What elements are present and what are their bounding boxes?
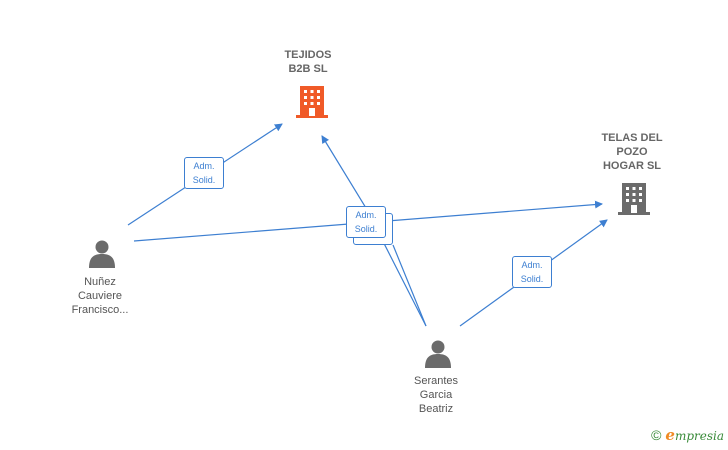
edge-label-nunez-telas[interactable]: Adm. Solid. xyxy=(346,206,386,238)
person-icon[interactable] xyxy=(89,240,115,269)
building-icon[interactable] xyxy=(296,86,328,118)
brand-footer: © empresia xyxy=(651,426,724,444)
building-icon[interactable] xyxy=(618,183,650,215)
person-icon[interactable] xyxy=(425,340,451,369)
edge-label-nunez-tejidos[interactable]: Adm. Solid. xyxy=(184,157,224,189)
person-label-nunez[interactable]: Nuñez Cauviere Francisco... xyxy=(71,276,129,316)
edge-label-serantes-telas[interactable]: Adm. Solid. xyxy=(512,256,552,288)
company-label-telas[interactable]: TELAS DEL POZO HOGAR SL xyxy=(601,132,663,172)
brand-initial: e xyxy=(665,426,675,444)
brand-logo[interactable]: empresia xyxy=(665,426,724,444)
company-label-tejidos[interactable]: TEJIDOS B2B SL xyxy=(284,49,332,75)
brand-name: mpresia xyxy=(674,429,724,443)
copyright-symbol: © xyxy=(651,427,662,443)
edge-serantes-tejidos-tail xyxy=(392,244,427,327)
person-label-serantes[interactable]: Serantes Garcia Beatriz xyxy=(413,375,459,415)
